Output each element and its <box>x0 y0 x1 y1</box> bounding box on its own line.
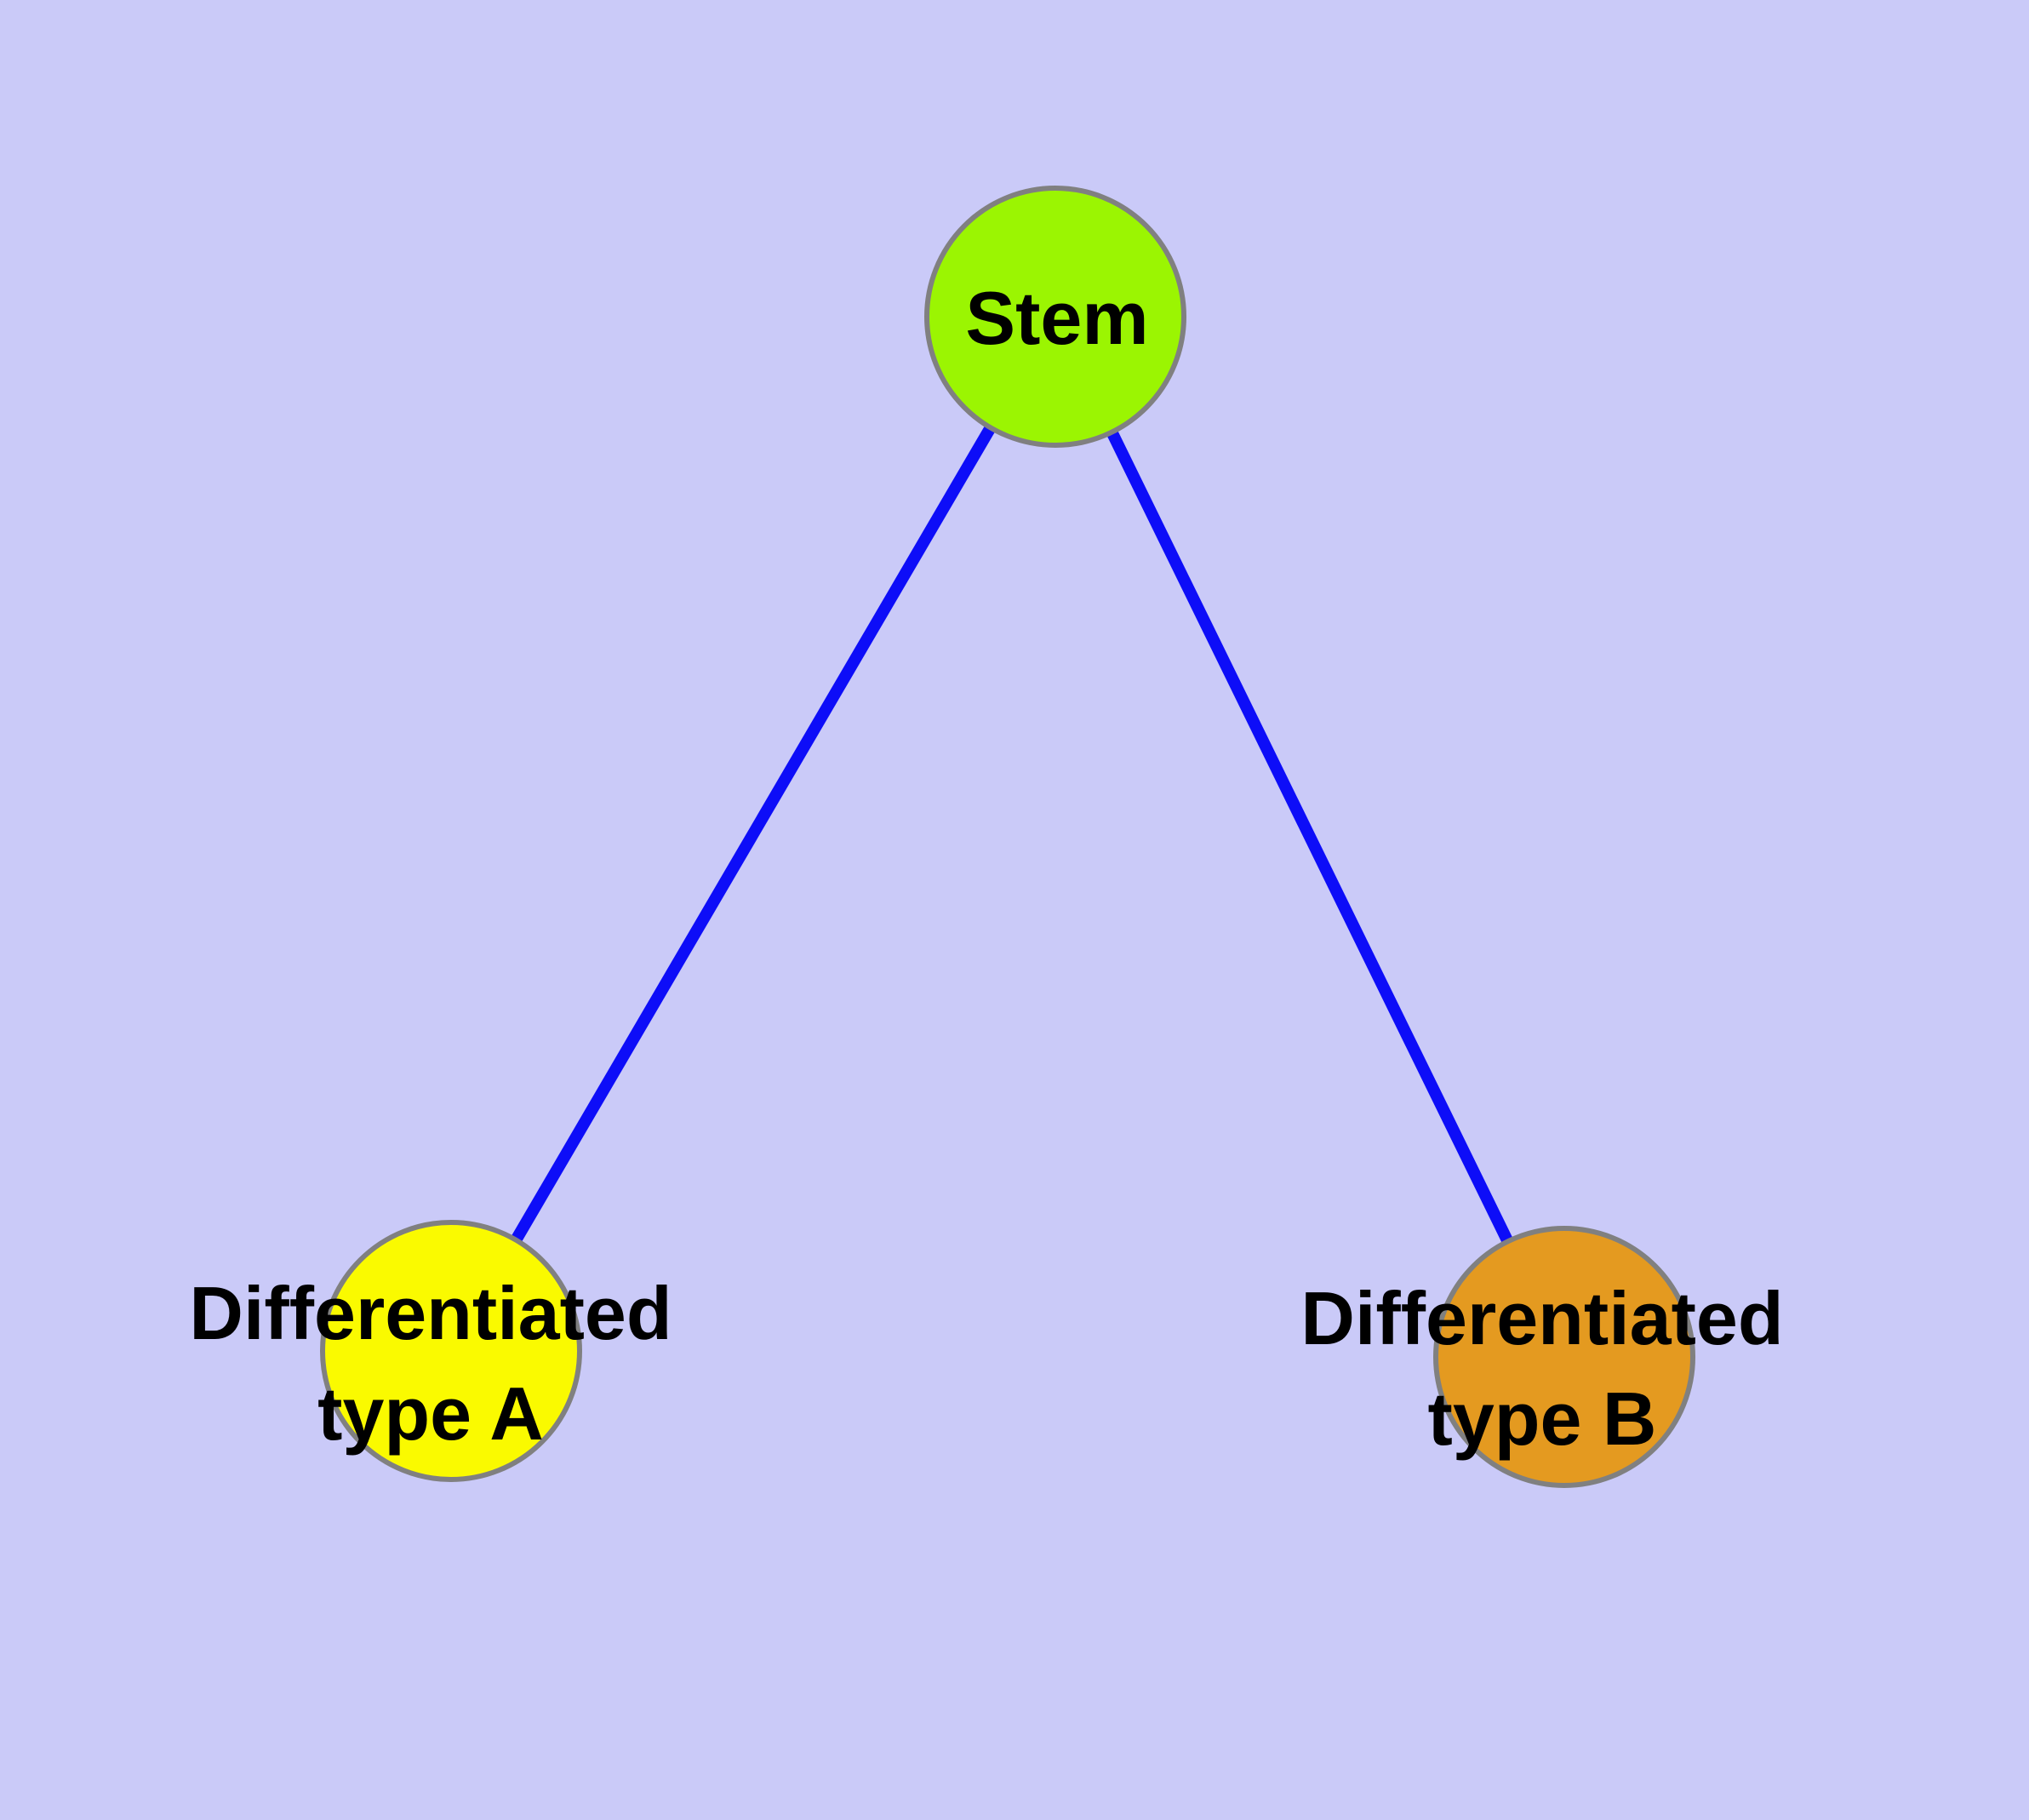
node-type-b-label-line2: type B <box>1428 1376 1657 1461</box>
node-type-b <box>1433 1226 1695 1488</box>
node-type-a-label-line1: Differentiated <box>189 1271 672 1355</box>
node-stem <box>924 186 1186 448</box>
node-stem-label: Stem <box>965 276 1148 360</box>
node-type-b-label-line1: Differentiated <box>1300 1276 1783 1360</box>
edge-stem-to-type-a <box>445 313 1061 1354</box>
node-type-a-label-line2: type A <box>317 1371 544 1456</box>
edge-stem-to-type-b <box>1049 313 1570 1360</box>
node-type-a <box>320 1220 582 1482</box>
